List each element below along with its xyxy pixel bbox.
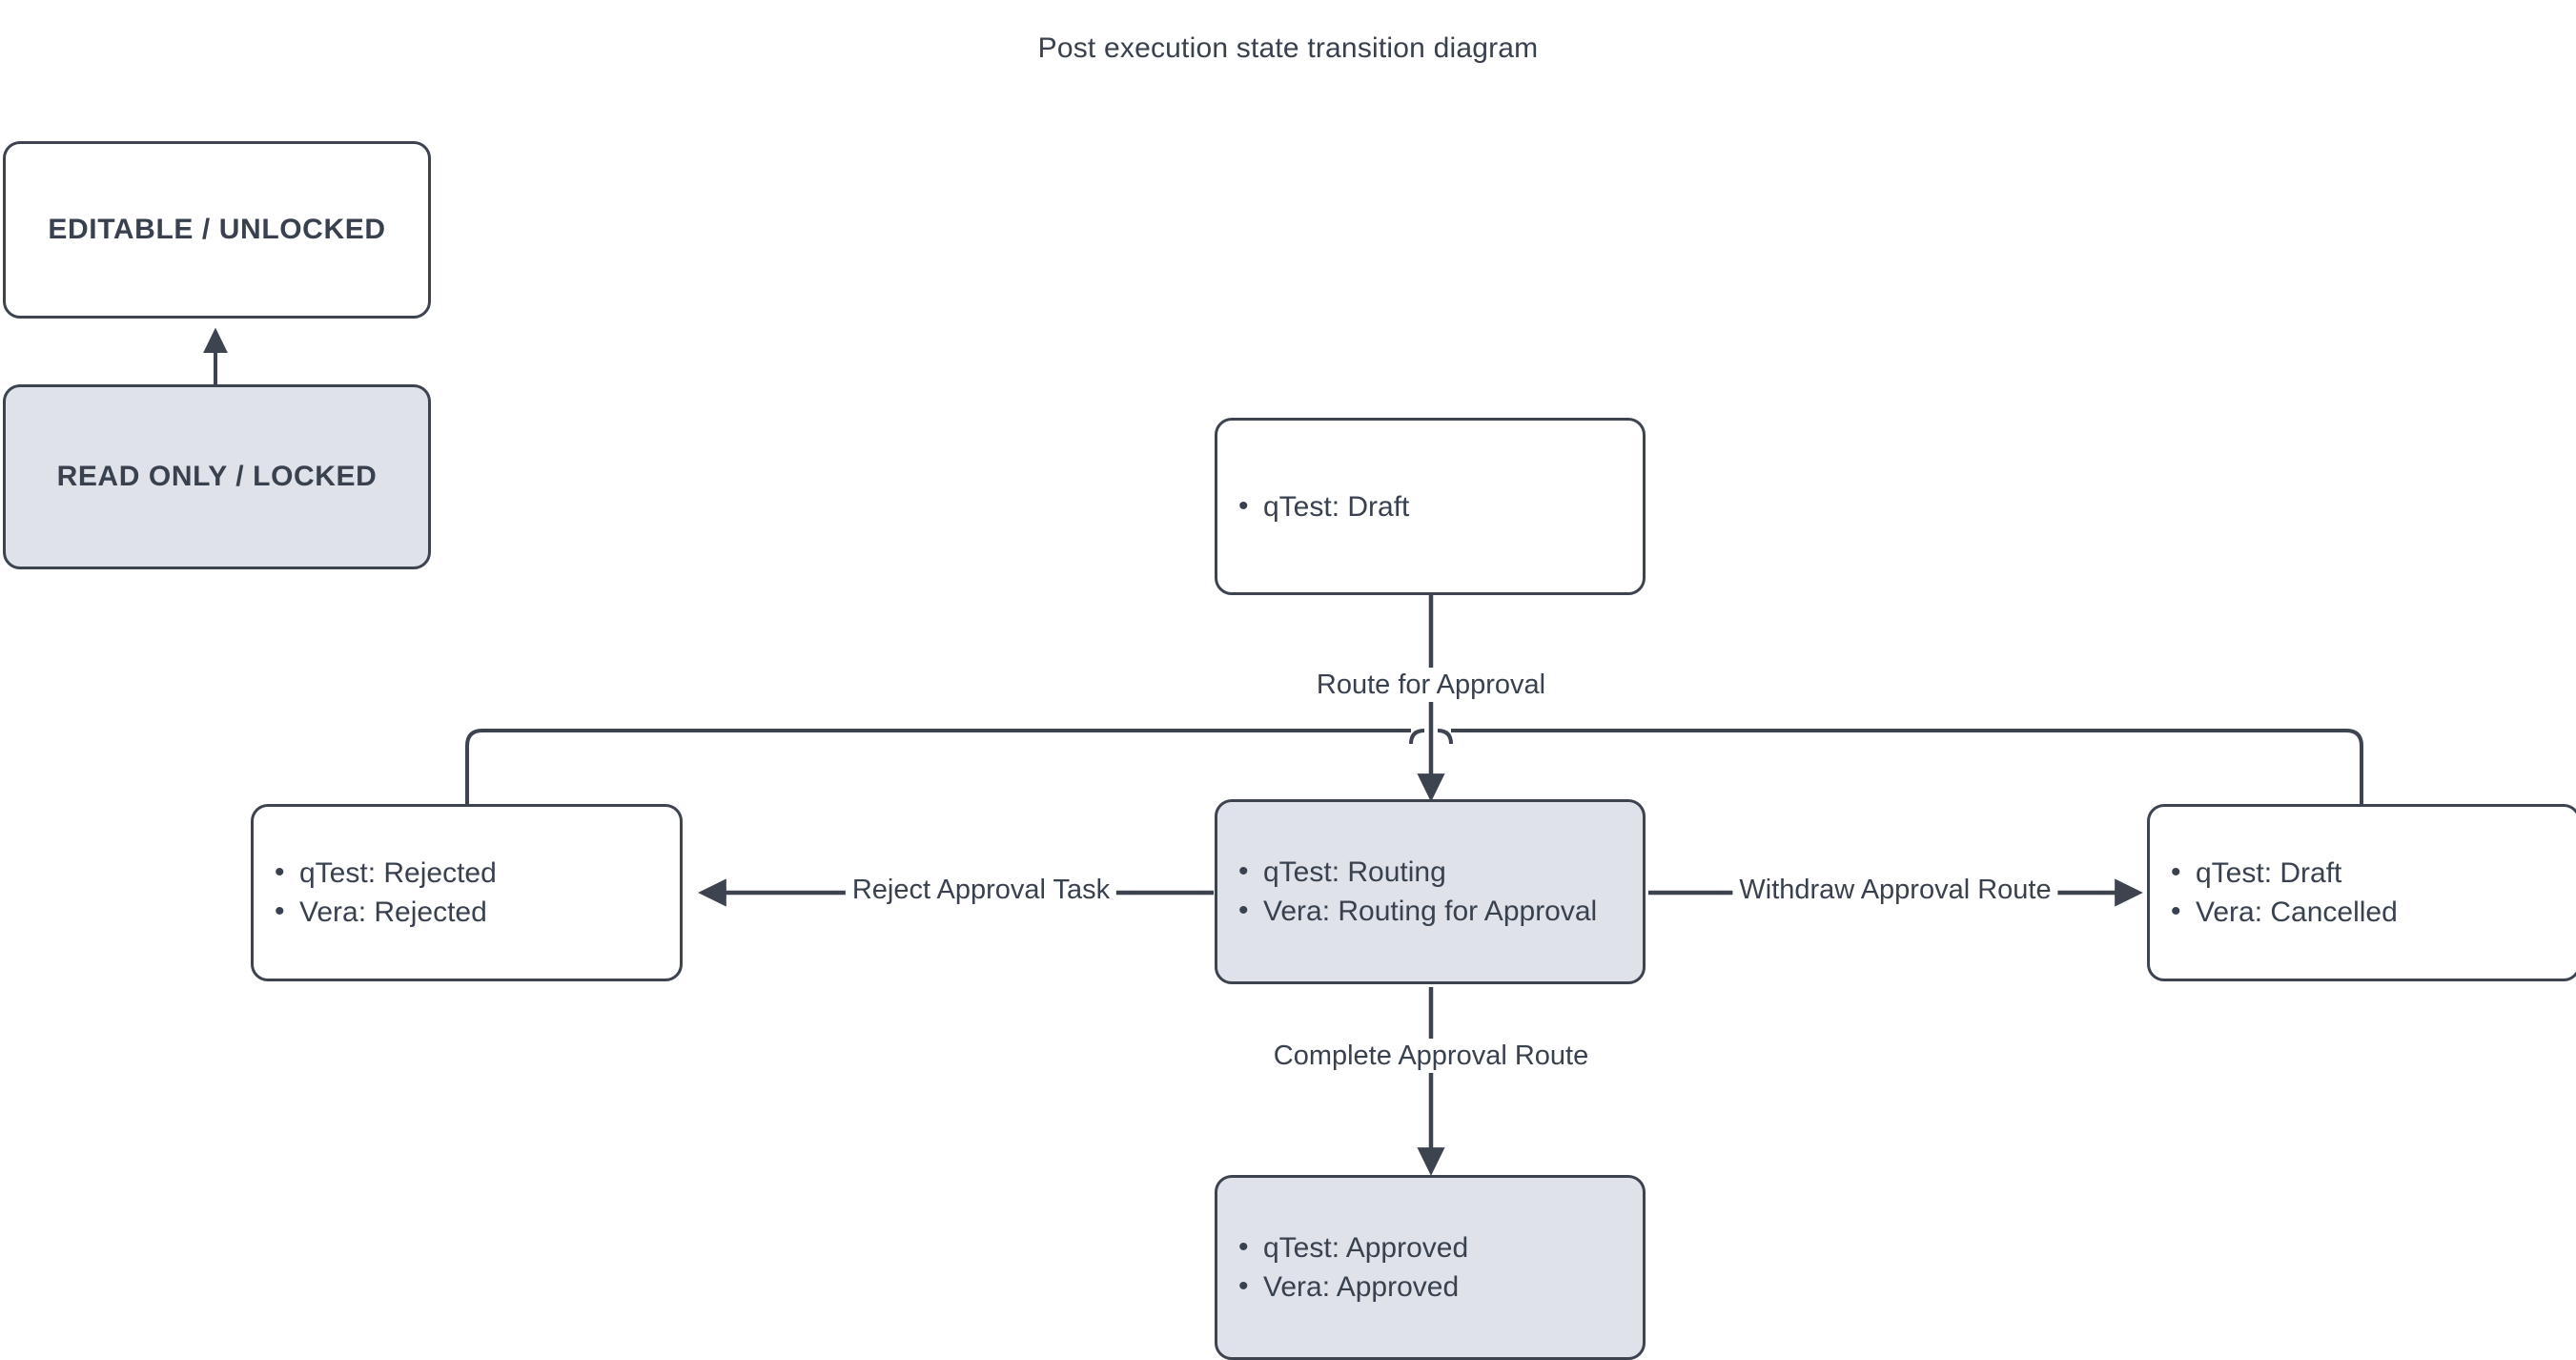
state-item-list: qTest: Draft [1217,486,1643,526]
state-item: qTest: Draft [2171,853,2576,893]
state-item: qTest: Draft [1238,486,1643,526]
state-item: qTest: Approved [1238,1227,1643,1267]
state-item: qTest: Rejected [275,853,680,893]
edge-label-withdraw-approval-route: Withdraw Approval Route [1732,873,2058,907]
diagram-title: Post execution state transition diagram [1037,32,1539,64]
state-item-list: qTest: Routing Vera: Routing for Approva… [1217,852,1643,931]
edge-label-route-for-approval: Route for Approval [1309,668,1553,702]
state-item: Vera: Cancelled [2171,892,2576,932]
node-cancelled[interactable]: qTest: Draft Vera: Cancelled [2147,804,2576,981]
node-qtest-draft[interactable]: qTest: Draft [1215,418,1646,595]
legend-readonly-label: READ ONLY / LOCKED [56,461,378,492]
node-rejected[interactable]: qTest: Rejected Vera: Rejected [251,804,683,981]
legend-editable-unlocked[interactable]: EDITABLE / UNLOCKED [3,141,431,319]
edge-label-complete-approval-route: Complete Approval Route [1266,1039,1596,1073]
state-item: qTest: Routing [1238,852,1643,892]
state-item: Vera: Approved [1238,1267,1643,1307]
edge-label-reject-approval-task: Reject Approval Task [845,873,1117,907]
legend-read-only-locked[interactable]: READ ONLY / LOCKED [3,384,431,569]
legend-editable-label: EDITABLE / UNLOCKED [48,214,386,245]
state-item-list: qTest: Draft Vera: Cancelled [2150,853,2576,932]
state-item-list: qTest: Approved Vera: Approved [1217,1227,1643,1307]
state-item-list: qTest: Rejected Vera: Rejected [254,853,680,932]
node-routing[interactable]: qTest: Routing Vera: Routing for Approva… [1215,799,1646,984]
node-approved[interactable]: qTest: Approved Vera: Approved [1215,1175,1646,1360]
state-item: Vera: Routing for Approval [1238,891,1643,931]
state-item: Vera: Rejected [275,892,680,932]
